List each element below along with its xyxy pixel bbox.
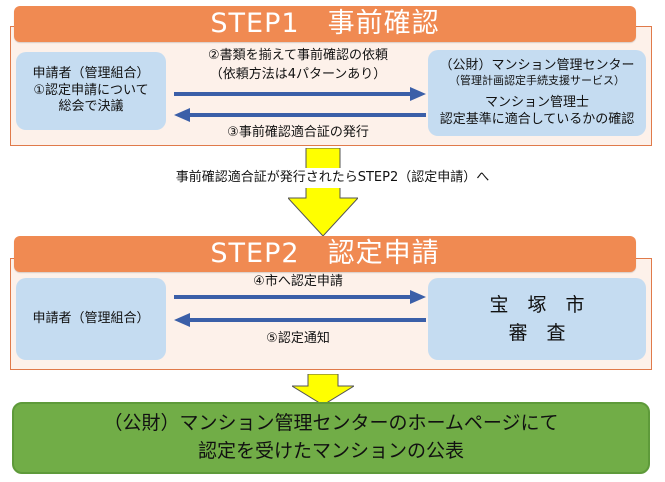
step1-center-line4: 認定基準に適合しているかの確認 xyxy=(439,111,635,127)
step1-request-line1: ②書類を揃えて事前確認の依頼 xyxy=(207,48,388,63)
step2-title: STEP2 認定申請 xyxy=(14,236,636,272)
step1-applicant-line1: 申請者（管理組合） xyxy=(32,65,150,81)
step2-city-box: 宝 塚 市 審 査 xyxy=(428,278,646,360)
step1-applicant-line3: 総会で決議 xyxy=(58,99,124,115)
down-arrow-2 xyxy=(292,374,354,406)
step2-applicant-label: 申請者（管理組合） xyxy=(32,310,150,326)
step1-applicant-line2: ①認定申請について xyxy=(33,82,149,98)
step1-center-box: （公財）マンション管理センター （管理計画認定手続支援サービス） マンション管理… xyxy=(428,50,646,136)
step1-center-line2: （管理計画認定手続支援サービス） xyxy=(449,74,625,88)
transition-text: 事前確認適合証が発行されたらSTEP2（認定申請）へ xyxy=(60,168,605,188)
result-line1: （公財）マンション管理センターのホームページにて xyxy=(103,412,559,435)
step1-title: STEP1 事前確認 xyxy=(14,6,636,42)
down-arrow-1 xyxy=(288,148,358,237)
step2-apply-arrow xyxy=(174,290,426,304)
step1-center-line1: （公財）マンション管理センター xyxy=(439,57,635,73)
step2-city-line2: 審 査 xyxy=(508,322,566,344)
result-box: （公財）マンション管理センターのホームページにて 認定を受けたマンションの公表 xyxy=(12,402,650,474)
step1-request-arrow xyxy=(174,87,426,101)
step1-issue-label: ③事前確認適合証の発行 xyxy=(227,125,369,140)
step1-issue-arrow xyxy=(174,108,426,122)
step1-center-line3: マンション管理士 xyxy=(484,94,589,110)
result-line2: 認定を受けたマンションの公表 xyxy=(197,440,464,462)
step2-applicant-box: 申請者（管理組合） xyxy=(16,278,166,360)
step2-city-line1: 宝 塚 市 xyxy=(489,293,585,316)
step2-notify-arrow xyxy=(174,313,426,327)
step1-applicant-box: 申請者（管理組合） ①認定申請について 総会で決議 xyxy=(16,52,166,130)
step2-notify-label: ⑤認定通知 xyxy=(266,331,330,346)
step1-request-line2: （依頼方法は4パターンあり） xyxy=(209,67,387,82)
step2-apply-label: ④市へ認定申請 xyxy=(253,274,343,289)
step1-request-label: ②書類を揃えて事前確認の依頼 （依頼方法は4パターンあり） xyxy=(176,46,420,84)
